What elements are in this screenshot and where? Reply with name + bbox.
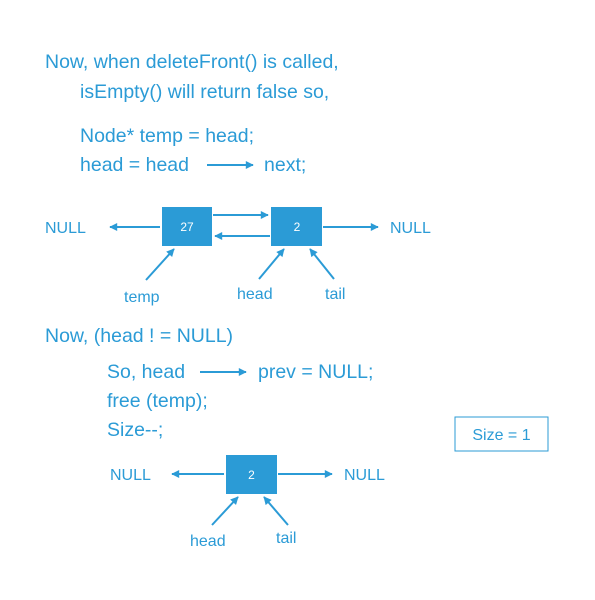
node-2-final [226,455,277,494]
head-label: head [237,286,273,303]
null-right-label-2: NULL [344,467,385,484]
node-27-value: 27 [180,220,194,234]
size-box-label: Size = 1 [472,427,530,444]
null-left-label-2: NULL [110,467,151,484]
tail-label: tail [325,286,345,303]
code-line-free: free (temp); [107,390,208,412]
code-line-prev-right: prev = NULL; [258,361,373,383]
temp-label: temp [124,289,160,306]
node-2-final-value: 2 [248,468,255,482]
tail-pointer-arrow [309,248,335,280]
condition-line: Now, (head ! = NULL) [45,325,233,347]
node-27 [162,207,212,246]
code-line-prev-left: So, head [107,361,185,383]
code-line-size: Size--; [107,419,163,441]
code-line-temp: Node* temp = head; [80,125,254,147]
head-pointer-arrow [258,248,285,280]
intro-line-2: isEmpty() will return false so, [80,81,329,103]
head-pointer-arrow-2 [211,496,239,526]
code-line-head-left: head = head [80,154,189,176]
head-label-2: head [190,533,226,550]
node-2-value: 2 [294,220,301,234]
tail-pointer-arrow-2 [263,496,289,526]
code-line-head-right: next; [264,154,306,176]
tail-label-2: tail [276,530,296,547]
temp-pointer-arrow [145,248,175,281]
size-box [454,416,549,452]
node-2 [271,207,322,246]
intro-line-1: Now, when deleteFront() is called, [45,51,339,73]
null-right-label: NULL [390,220,431,237]
null-left-label: NULL [45,220,86,237]
